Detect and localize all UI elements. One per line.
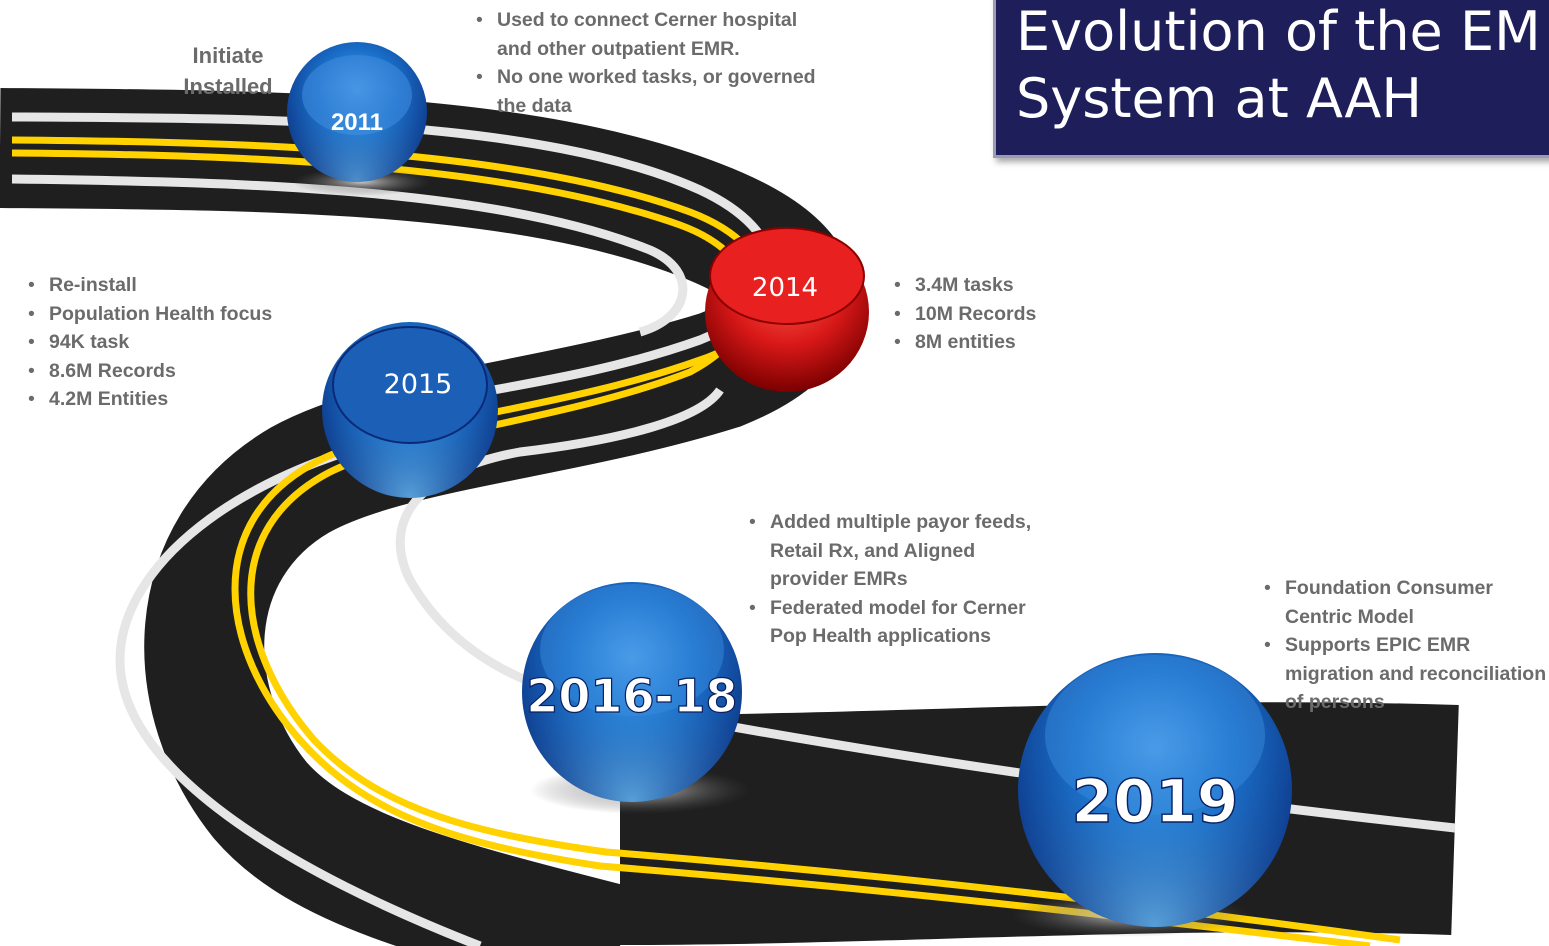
orb-2019: 2019 xyxy=(1018,653,1292,927)
notes-2014: 3.4M tasks 10M Records 8M entities xyxy=(893,271,1093,357)
orb-2015: 2015 xyxy=(322,322,498,498)
year-2019: 2019 xyxy=(1072,767,1239,837)
note-2014-2: 10M Records xyxy=(893,300,1093,329)
year-2014: 2014 xyxy=(752,273,818,303)
notes-2019: Foundation Consumer Centric Model Suppor… xyxy=(1263,574,1549,717)
initiate-installed-label: Initiate Installed xyxy=(166,40,290,102)
road-edge-outer xyxy=(115,425,482,946)
note-2015-1: Re-install xyxy=(27,271,347,300)
orb-2014: 2014 xyxy=(705,227,869,392)
note-2019-1: Foundation Consumer Centric Model xyxy=(1263,574,1549,631)
year-2016-18: 2016-18 xyxy=(526,669,737,723)
orb-2011: 2011 xyxy=(287,42,427,182)
page-title: Evolution of the EM System at AAH xyxy=(1016,0,1549,132)
center-line-a xyxy=(11,136,1371,946)
center-line-b xyxy=(11,149,1401,944)
note-2011-2: No one worked tasks, or governed the dat… xyxy=(475,63,835,120)
initiate-line-2: Installed xyxy=(183,74,273,99)
title-line-2: System at AAH xyxy=(1016,67,1422,130)
note-2016-18-2: Federated model for Cerner Pop Health ap… xyxy=(748,594,1048,651)
note-2015-3: 94K task xyxy=(27,328,347,357)
notes-2011: Used to connect Cerner hospital and othe… xyxy=(475,6,835,120)
orb-2016-18: 2016-18 xyxy=(522,582,742,802)
note-2019-2: Supports EPIC EMR migration and reconcil… xyxy=(1263,631,1549,717)
initiate-line-1: Initiate xyxy=(192,43,264,68)
year-2011: 2011 xyxy=(331,109,383,136)
note-2015-2: Population Health focus xyxy=(27,300,347,329)
notes-2016-18: Added multiple payor feeds, Retail Rx, a… xyxy=(748,508,1048,651)
notes-2015: Re-install Population Health focus 94K t… xyxy=(27,271,347,414)
note-2015-4: 8.6M Records xyxy=(27,357,347,386)
year-2015: 2015 xyxy=(384,369,453,400)
note-2014-1: 3.4M tasks xyxy=(893,271,1093,300)
title-line-1: Evolution of the EM xyxy=(1016,0,1541,63)
note-2014-3: 8M entities xyxy=(893,328,1093,357)
title-box xyxy=(993,0,1549,158)
note-2016-18-1: Added multiple payor feeds, Retail Rx, a… xyxy=(748,508,1048,594)
road-edge-lower xyxy=(11,174,688,337)
note-2015-5: 4.2M Entities xyxy=(27,385,347,414)
note-2011-1: Used to connect Cerner hospital and othe… xyxy=(475,6,835,63)
